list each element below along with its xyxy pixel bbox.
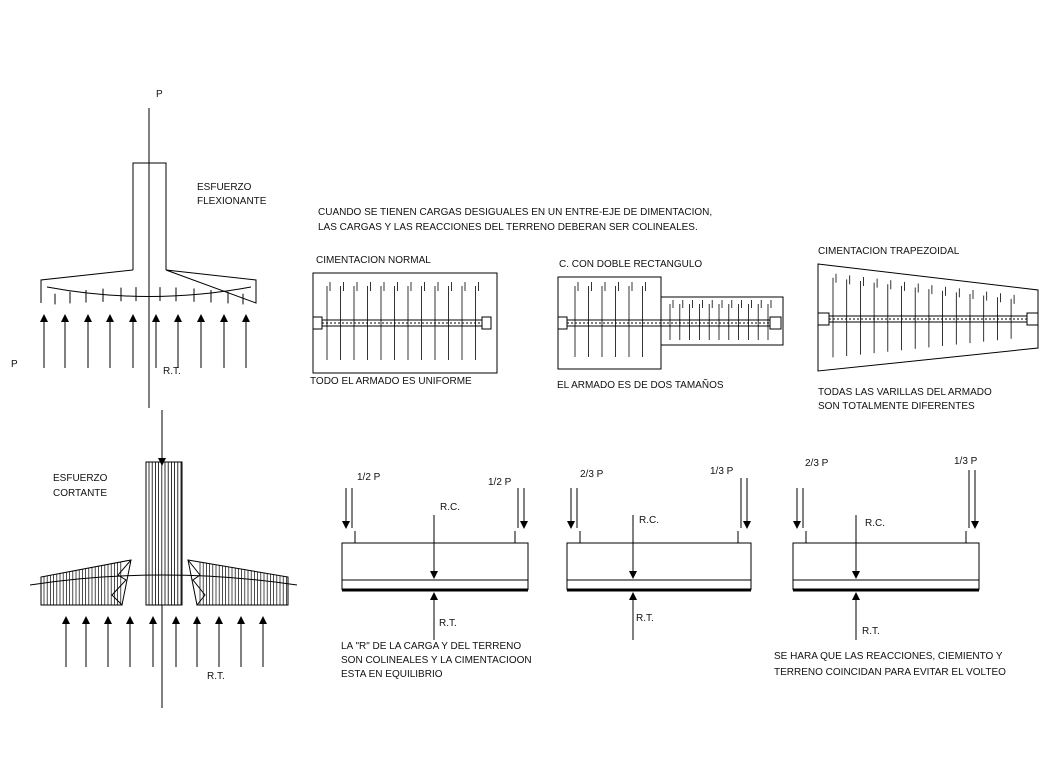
normal-note-line1: LA "R" DE LA CARGA Y DEL TERRENO [341,641,522,652]
shear-rt-label: R.T. [207,671,225,682]
double-title: C. CON DOBLE RECTANGULO [559,259,703,270]
elevation-normal-footing [341,531,529,590]
double-rc-label: R.C. [639,515,659,526]
shear-reaction-arrows [62,616,267,667]
plan-trap-column-right [1026,312,1039,326]
normal-load-left: 1/2 P [357,472,381,483]
normal-rc-label: R.C. [440,502,460,513]
normal-title: CIMENTACION NORMAL [316,255,431,266]
shear-crack-left [111,559,132,606]
normal-note-line3: ESTA EN EQUILIBRIO [341,669,443,680]
plan-double-footing [557,276,784,370]
flexion-load-label: P [156,89,163,100]
plan-trap-outline [817,263,1039,372]
trap-load-right: 1/3 P [954,456,978,467]
flexion-deflected-bottom [46,286,252,297]
flexion-reaction-arrows [40,314,250,368]
plan-trapezoidal-rebars [829,273,1027,358]
plan-normal-column-left [312,316,323,330]
flexion-rt-label: R.T. [163,366,181,377]
trap-rc-label: R.C. [865,518,885,529]
flexion-title-line2: FLEXIONANTE [197,196,267,207]
plan-double-small-rect [660,296,784,346]
plan-double-column-left [557,316,568,330]
shear-title-line2: CORTANTE [53,488,108,499]
plan-normal-rebars [322,282,482,360]
note-line2: LAS CARGAS Y LAS REACCIONES DEL TERRENO … [318,222,698,233]
double-rt-label: R.T. [636,613,654,624]
double-load-right: 1/3 P [710,466,734,477]
shear-crack-right [187,559,206,606]
plan-trapezoidal-footing [817,263,1039,372]
plan-double-rebars [567,282,772,357]
flexion-column-outline [132,162,167,270]
flexion-footing-diagram [40,108,257,408]
double-caption: EL ARMADO ES DE DOS TAMAÑOS [557,380,724,391]
plan-double-column-right [769,316,782,330]
trap-caption-line1: TODAS LAS VARILLAS DEL ARMADO [818,387,992,398]
trap-rt-label: R.T. [862,626,880,637]
normal-note-line2: SON COLINEALES Y LA CIMENTACIOON [341,655,532,666]
flexion-rebar-ticks [54,287,244,305]
normal-caption: TODO EL ARMADO ES UNIFORME [310,376,472,387]
trap-load-left: 2/3 P [805,458,829,469]
flexion-footing-outline [40,269,257,304]
normal-rt-label: R.T. [439,618,457,629]
elevation-double-footing [566,531,752,590]
shear-footing-hatch [43,561,287,605]
trap-title: CIMENTACION TRAPEZOIDAL [818,246,960,257]
left-load-label: P [11,359,18,370]
shear-footing-diagram [29,410,298,708]
elevation-double [566,478,752,640]
trap-note-line1: SE HARA QUE LAS REACCIONES, CIEMIENTO Y [774,651,1003,662]
trap-caption-line2: SON TOTALMENTE DIFERENTES [818,401,975,412]
shear-title-line1: ESFUERZO [53,473,108,484]
double-load-left: 2/3 P [580,469,604,480]
elevation-trap-footing [792,531,980,590]
shear-ground-line [29,574,298,586]
shear-column-hatch [148,462,182,605]
normal-load-right: 1/2 P [488,477,512,488]
trap-note-line2: TERRENO COINCIDAN PARA EVITAR EL VOLTEO [774,667,1006,678]
plan-normal-column-right [481,316,492,330]
plan-trap-column-left [817,312,830,326]
flexion-title-line1: ESFUERZO [197,182,252,193]
plan-normal-footing [312,272,498,374]
shear-column [145,461,183,606]
note-line1: CUANDO SE TIENEN CARGAS DESIGUALES EN UN… [318,207,713,218]
elevation-trapezoidal [792,470,980,640]
elevation-normal [341,488,529,640]
